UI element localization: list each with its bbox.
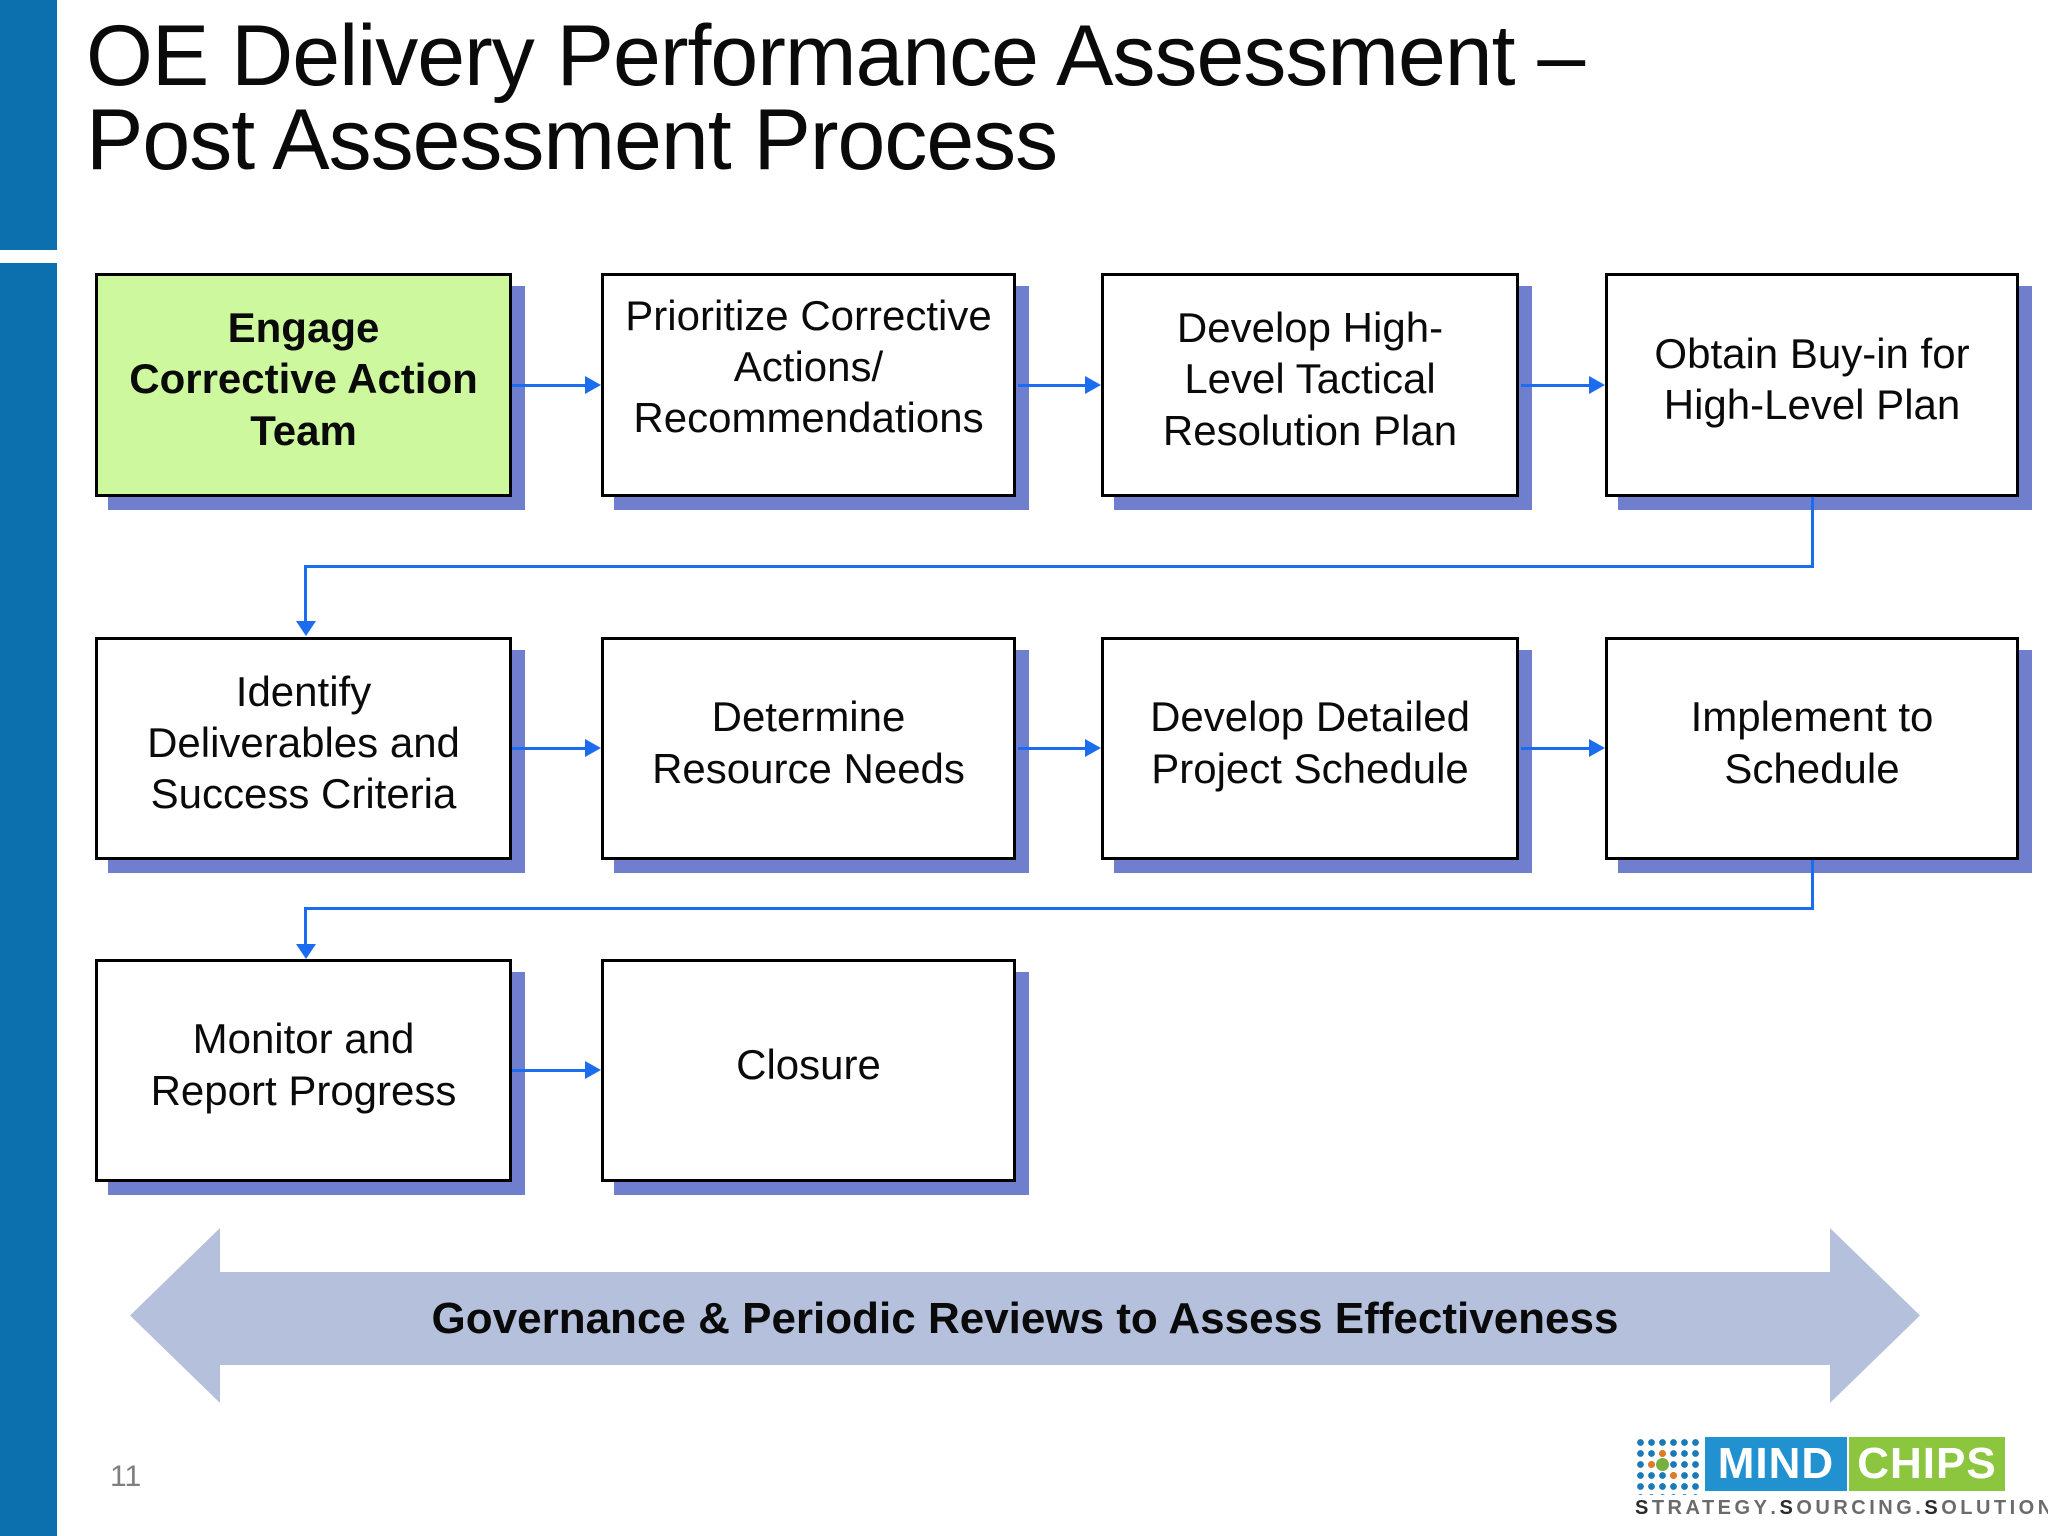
connector-arrow-right-icon: [1521, 739, 1605, 757]
connector-arrow-right-icon: [512, 376, 601, 394]
connector-arrow-down-icon: [296, 944, 316, 959]
flow-box-develop-detailed-schedule: Develop Detailed Project Schedule: [1101, 637, 1519, 860]
connector-arrow-right-icon: [512, 739, 601, 757]
orange-dot-icon: [1648, 1461, 1655, 1468]
flow-box-prioritize-corrective-actions: Prioritize Corrective Actions/ Recommend…: [601, 273, 1016, 497]
tagline-word: STRATEGY: [1635, 1497, 1771, 1519]
connector-elbow-row1-row2: [1811, 497, 1814, 567]
orange-dot-icon: [1670, 1472, 1677, 1479]
flow-box-obtain-buy-in: Obtain Buy-in for High-Level Plan: [1605, 273, 2019, 497]
connector-elbow-row2-row3: [304, 907, 1814, 910]
connector-arrow-right-icon: [1018, 376, 1101, 394]
flow-box-closure: Closure: [601, 959, 1016, 1182]
logo-tagline: STRATEGY.SOURCING.SOLUTIONS: [1635, 1497, 2048, 1520]
flow-box-determine-resource-needs: Determine Resource Needs: [601, 637, 1016, 860]
connector-arrow-right-icon: [1521, 376, 1605, 394]
page-number: 11: [110, 1460, 142, 1493]
connector-elbow-row2-row3: [304, 907, 307, 948]
logo-mind-badge: MIND: [1705, 1437, 1847, 1491]
tagline-separator: .: [1770, 1497, 1780, 1519]
flow-box-engage-corrective-action-team: Engage Corrective Action Team: [95, 273, 512, 497]
accent-bar-bottom: [0, 263, 57, 1536]
connector-elbow-row1-row2: [304, 565, 307, 623]
flow-box-identify-deliverables: Identify Deliverables and Success Criter…: [95, 637, 512, 860]
dot-matrix-icon: [1635, 1437, 1699, 1495]
connector-elbow-row2-row3: [1811, 860, 1814, 909]
governance-banner-label: Governance & Periodic Reviews to Assess …: [431, 1293, 1619, 1343]
connector-arrow-right-icon: [1018, 739, 1101, 757]
logo-chips-badge: CHIPS: [1849, 1437, 2005, 1491]
flow-box-monitor-report-progress: Monitor and Report Progress: [95, 959, 512, 1182]
green-dot-icon: [1656, 1458, 1669, 1471]
governance-banner: Governance & Periodic Reviews to Assess …: [130, 1228, 1920, 1403]
orange-dot-icon: [1659, 1450, 1666, 1457]
slide-title: OE Delivery Performance Assessment – Pos…: [86, 8, 1585, 189]
flow-box-implement-to-schedule: Implement to Schedule: [1605, 637, 2019, 860]
connector-arrow-down-icon: [296, 621, 316, 636]
connector-elbow-row1-row2: [304, 565, 1814, 568]
flow-box-develop-high-level-tactical-plan: Develop High- Level Tactical Resolution …: [1101, 273, 1519, 497]
mindchips-logo: MIND CHIPS STRATEGY.SOURCING.SOLUTIONS: [1635, 1437, 2048, 1519]
connector-arrow-right-icon: [512, 1061, 601, 1079]
tagline-word: SOLUTIONS: [1924, 1497, 2048, 1519]
tagline-word: SOURCING: [1779, 1497, 1916, 1519]
tagline-separator: .: [1915, 1497, 1925, 1519]
accent-bar-top: [0, 0, 57, 250]
